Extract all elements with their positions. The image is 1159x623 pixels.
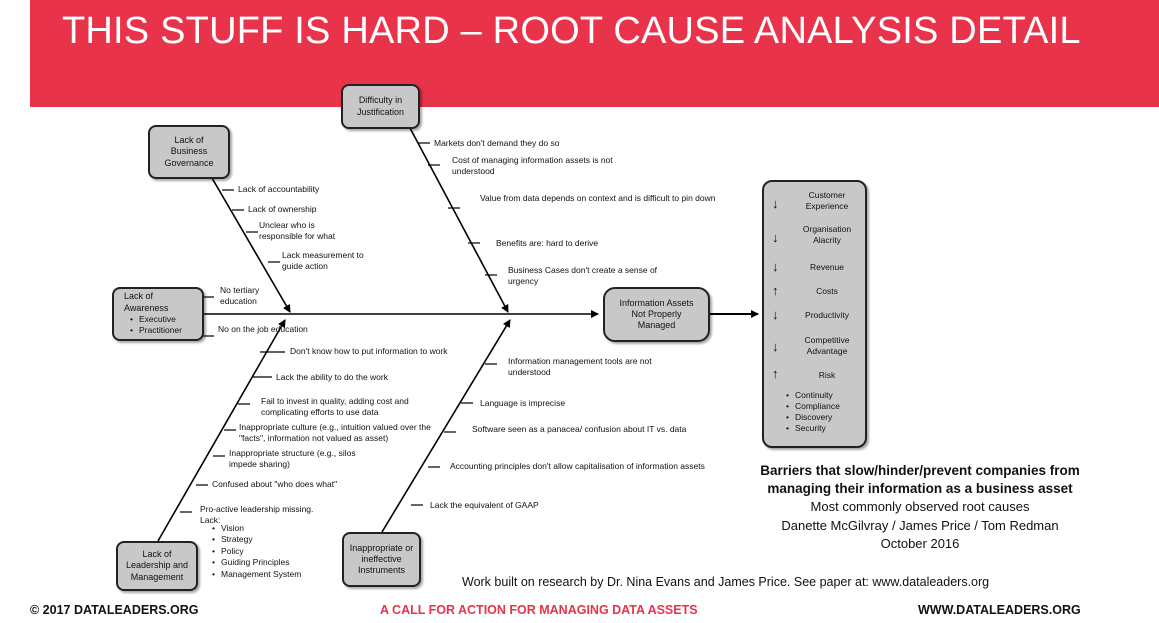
effect-box: Information Assets Not Properly Managed <box>603 287 710 342</box>
footer-copyright: © 2017 DATALEADERS.ORG <box>30 603 199 617</box>
leadership-item: Pro-active leadership missing. Lack: <box>200 504 314 526</box>
footer-website-link[interactable]: WWW.DATALEADERS.ORG <box>918 603 1081 617</box>
leadership-item: Lack the ability to do the work <box>276 372 388 382</box>
impact-label: Competitive Advantage <box>804 335 850 356</box>
summary-sub: Most commonly observed root causes <box>810 499 1030 515</box>
awareness-item: No on the job education <box>218 324 308 334</box>
leadership-box: Lack of Leadership and Management <box>116 541 198 591</box>
down-arrow-icon: ↓ <box>772 339 779 354</box>
impact-label: Organisation Alacrity <box>802 224 852 245</box>
governance-box: Lack of Business Governance <box>148 125 230 179</box>
summary-block: Barriers that slow/hinder/prevent compan… <box>745 462 1095 553</box>
governance-item: Lack of accountability <box>238 184 320 194</box>
leadership-item: Don't know how to put information to wor… <box>290 346 448 356</box>
justification-item: Business Cases don't create a sense of u… <box>508 265 658 287</box>
justification-item: Markets don't demand they do so <box>434 138 560 148</box>
justification-item: Value from data depends on context and i… <box>480 193 716 203</box>
instruments-item: Lack the equivalent of GAAP <box>430 500 539 510</box>
risk-item: Continuity <box>786 390 840 401</box>
leadership-item: Confused about "who does what" <box>212 479 338 489</box>
awareness-box-label: Lack of Awareness <box>124 291 169 313</box>
awareness-box: Lack of Awareness Executive Practitioner <box>112 287 204 341</box>
leadership-item: Fail to invest in quality, adding cost a… <box>261 396 409 418</box>
bone-instruments <box>381 319 511 533</box>
awareness-bullet: Executive <box>124 314 182 325</box>
lack-item: Strategy <box>206 534 301 545</box>
leadership-item: Inappropriate culture (e.g., intuition v… <box>239 422 431 444</box>
up-arrow-icon: ↑ <box>772 283 779 298</box>
governance-box-label: Lack of Business Governance <box>164 135 214 168</box>
lack-item: Guiding Principles <box>206 557 301 568</box>
title-banner: THIS STUFF IS HARD – ROOT CAUSE ANALYSIS… <box>30 0 1159 107</box>
footer-tagline: A CALL FOR ACTION FOR MANAGING DATA ASSE… <box>380 603 698 617</box>
summary-date: October 2016 <box>880 535 960 551</box>
bone-justification <box>409 127 509 313</box>
lack-item: Management System <box>206 569 301 580</box>
impact-label: Customer Experience <box>805 190 849 211</box>
bone-governance <box>211 177 291 313</box>
lack-item: Policy <box>206 546 301 557</box>
justification-box-label: Difficulty in Justification <box>356 95 405 117</box>
risk-list: Continuity Compliance Discovery Security <box>786 390 840 434</box>
risk-item: Discovery <box>786 412 840 423</box>
down-arrow-icon: ↓ <box>772 196 779 211</box>
impact-label: Productivity <box>805 310 849 320</box>
instruments-item: Language is imprecise <box>480 398 566 408</box>
instruments-item: Software seen as a panacea/ confusion ab… <box>472 424 687 434</box>
summary-heading: Barriers that slow/hinder/prevent compan… <box>760 463 1080 497</box>
justification-item: Benefits are: hard to derive <box>496 238 599 248</box>
governance-item: Unclear who is responsible for what <box>259 220 336 242</box>
leadership-item: Inappropriate structure (e.g., silos imp… <box>229 448 356 470</box>
justification-item: Cost of managing information assets is n… <box>452 155 613 177</box>
leadership-lack-list: Vision Strategy Policy Guiding Principle… <box>206 523 301 580</box>
research-credit: Work built on research by Dr. Nina Evans… <box>462 575 990 589</box>
impact-label: Costs <box>816 286 838 296</box>
page-title: THIS STUFF IS HARD – ROOT CAUSE ANALYSIS… <box>62 10 1081 52</box>
risk-item: Compliance <box>786 401 840 412</box>
awareness-bullet-list: Executive Practitioner <box>124 314 182 337</box>
leadership-box-label: Lack of Leadership and Management <box>125 549 189 582</box>
justification-box: Difficulty in Justification <box>341 84 420 129</box>
lack-item: Vision <box>206 523 301 534</box>
down-arrow-icon: ↓ <box>772 230 779 245</box>
instruments-item: Accounting principles don't allow capita… <box>450 461 705 471</box>
effect-box-label: Information Assets Not Properly Managed <box>619 297 694 331</box>
impact-box: ↓ Customer Experience ↓ Organisation Ala… <box>762 180 867 448</box>
up-arrow-icon: ↑ <box>772 366 779 381</box>
summary-authors: Danette McGilvray / James Price / Tom Re… <box>781 517 1059 533</box>
awareness-item: No tertiary education <box>220 285 260 307</box>
impact-label: Revenue <box>809 262 845 272</box>
instruments-box-label: Inappropriate or ineffective Instruments <box>349 542 414 576</box>
bone-leadership <box>157 319 286 542</box>
impact-label: Risk <box>818 370 836 380</box>
awareness-bullet: Practitioner <box>124 325 182 336</box>
down-arrow-icon: ↓ <box>772 307 779 322</box>
governance-item: Lack of ownership <box>248 204 317 214</box>
governance-item: Lack measurement to guide action <box>282 250 364 272</box>
instruments-box: Inappropriate or ineffective Instruments <box>342 532 421 587</box>
instruments-item: Information management tools are not und… <box>508 356 652 378</box>
risk-item: Security <box>786 423 840 434</box>
down-arrow-icon: ↓ <box>772 259 779 274</box>
